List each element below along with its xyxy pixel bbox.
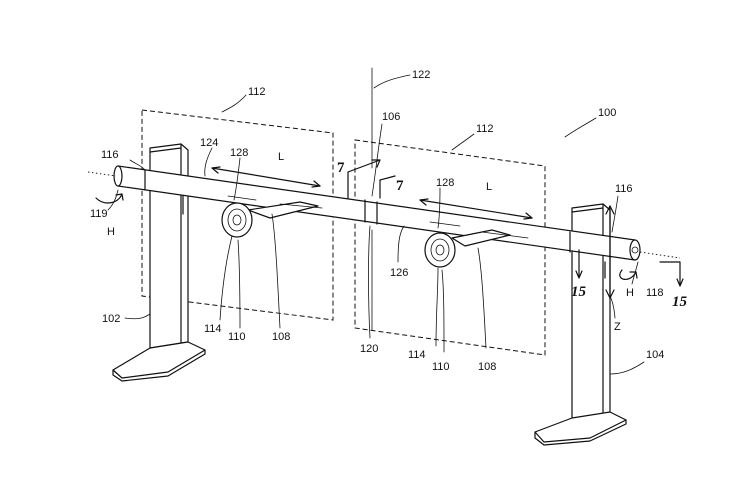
ref-119: 119 <box>90 208 108 220</box>
section-15-marker <box>575 249 583 279</box>
ref-120: 120 <box>360 343 378 355</box>
ref-116-right: 116 <box>615 183 633 195</box>
ref-114-left: 114 <box>204 323 222 335</box>
section-7-marker <box>347 159 381 199</box>
ref-102: 102 <box>102 313 120 325</box>
ref-100: 100 <box>598 107 616 119</box>
ref-116-left: 116 <box>101 149 119 161</box>
mount-left <box>221 195 323 238</box>
mount-right <box>424 221 529 268</box>
rail <box>113 165 641 261</box>
ref-112-left: 112 <box>248 86 266 98</box>
ref-110-right: 110 <box>432 361 450 373</box>
ref-126: 126 <box>390 267 408 279</box>
axis-119 <box>87 171 117 177</box>
region-box-left <box>141 109 334 321</box>
axis-Z <box>605 205 615 299</box>
dim-L-left-label: L <box>278 151 284 163</box>
stand-104 <box>534 203 627 446</box>
ref-106: 106 <box>382 111 400 123</box>
section-7-label-a: 7 <box>337 160 345 176</box>
ref-110-left: 110 <box>228 331 246 343</box>
ref-104: 104 <box>646 349 664 361</box>
axis-118 <box>639 251 681 259</box>
axis-H-right-label: H <box>626 287 634 299</box>
ref-122: 122 <box>412 69 430 81</box>
dimension-L-right <box>419 198 533 220</box>
axis-H-left-label: H <box>107 226 115 238</box>
ref-108-left: 108 <box>272 331 290 343</box>
region-box-right <box>354 139 546 356</box>
dim-L-right-label: L <box>486 181 492 193</box>
ref-128-left: 128 <box>230 147 248 159</box>
ref-118: 118 <box>646 287 664 299</box>
rotation-H-right <box>619 269 638 280</box>
ref-124: 124 <box>200 137 218 149</box>
dimension-L-left <box>211 166 321 188</box>
axis-Z-label: Z <box>614 321 621 333</box>
section-15-label-b: 15 <box>672 294 688 310</box>
section-15-label-a: 15 <box>571 284 587 300</box>
ref-108-right: 108 <box>478 361 496 373</box>
rotation-H-left <box>95 193 124 204</box>
ref-112-right: 112 <box>476 123 494 135</box>
ref-114-right: 114 <box>408 349 426 361</box>
section-7-label-b: 7 <box>396 178 404 194</box>
ref-128-right: 128 <box>436 177 454 189</box>
